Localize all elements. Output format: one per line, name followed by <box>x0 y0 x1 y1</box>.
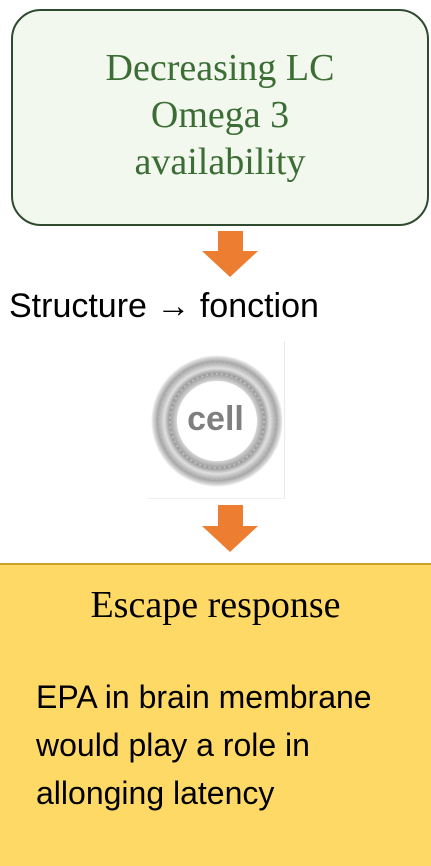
cell-label: cell <box>187 400 244 438</box>
escape-response-title: Escape response <box>90 584 341 626</box>
cell-image: cell <box>147 341 285 499</box>
escape-response-body: EPA in brain membrane would play a role … <box>36 679 372 811</box>
availability-text: Decreasing LC Omega 3 availability <box>105 47 335 183</box>
cell-membrane-icon <box>151 355 283 487</box>
structure-function-text: Structure → fonction <box>9 287 319 325</box>
availability-box: Decreasing LC Omega 3 availability <box>11 9 429 226</box>
escape-response-box: Escape response EPA in brain membrane wo… <box>0 563 431 866</box>
